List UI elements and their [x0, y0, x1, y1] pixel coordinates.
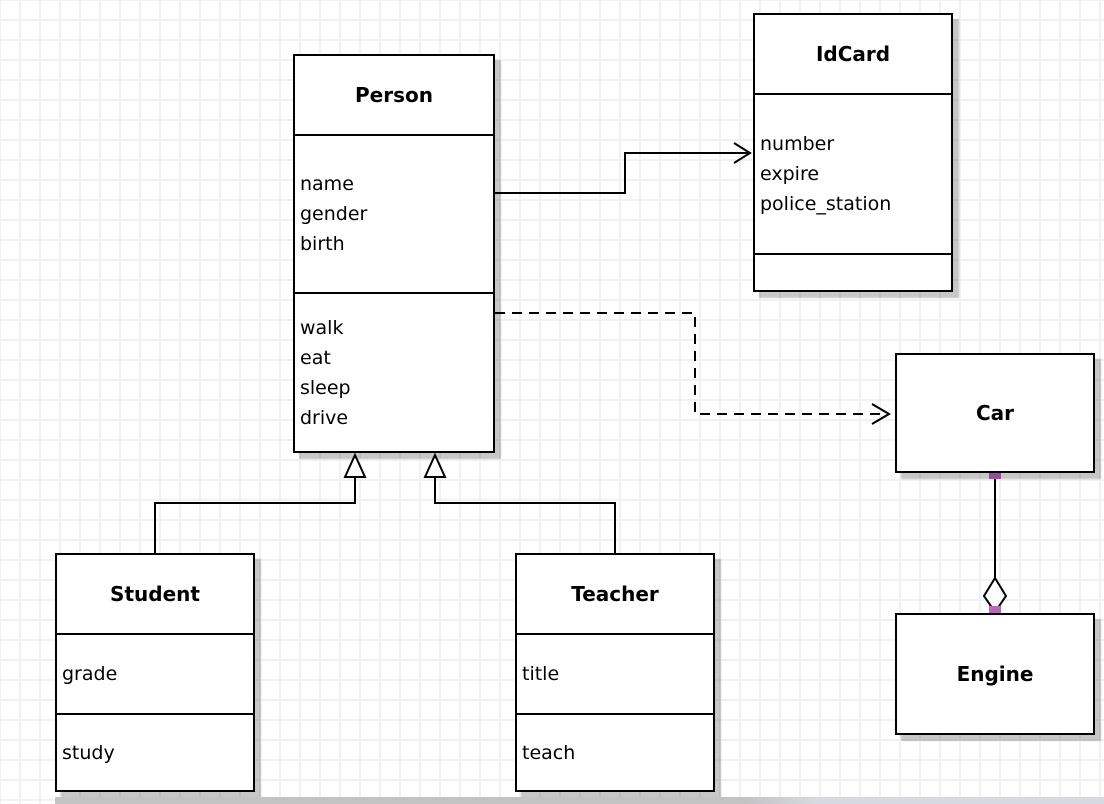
class-title: Teacher — [571, 582, 659, 606]
member-grade: grade — [62, 663, 118, 685]
open-arrowhead-icon — [871, 403, 891, 425]
attributes-section: grade — [57, 633, 253, 713]
hollow-diamond-icon — [982, 576, 1008, 614]
member-walk: walk — [300, 316, 344, 339]
edge-generalization-teacher-person[interactable] — [423, 452, 616, 553]
hollow-triangle-icon — [343, 452, 367, 478]
member-number: number — [760, 133, 835, 155]
methods-section: walk eat sleep drive — [295, 292, 493, 451]
member-gender: gender — [300, 203, 368, 225]
edge-aggregation-car-engine[interactable] — [982, 467, 1008, 618]
open-arrowhead-icon — [733, 142, 752, 164]
attributes-section: name gender birth — [295, 134, 493, 292]
member-name: name — [300, 173, 354, 195]
class-student-box[interactable]: Student grade study — [55, 553, 255, 792]
association-line[interactable] — [495, 152, 749, 194]
class-car-box[interactable]: Car — [895, 353, 1095, 473]
member-drive: drive — [300, 406, 349, 429]
generalization-line[interactable] — [154, 477, 356, 553]
edge-generalization-student-person[interactable] — [154, 452, 367, 553]
member-sleep: sleep — [300, 376, 351, 399]
class-person-box[interactable]: Person name gender birth walk eat sleep drive — [293, 54, 495, 453]
class-title: IdCard — [815, 42, 891, 66]
class-title: Engine — [956, 662, 1034, 686]
member-expire: expire — [760, 163, 820, 185]
member-eat: eat — [300, 346, 331, 369]
attributes-section: title — [517, 633, 713, 713]
canvas-bottom-edge — [55, 797, 1104, 804]
hollow-triangle-icon — [423, 452, 447, 478]
class-idcard-box[interactable]: IdCard number expire police_station — [753, 13, 953, 292]
edge-association-person-idcard[interactable] — [495, 142, 752, 194]
class-title: Car — [975, 401, 1015, 425]
class-title: Person — [355, 83, 433, 107]
class-title: Student — [110, 582, 200, 606]
member-study: study — [62, 741, 115, 764]
class-engine-box[interactable]: Engine — [895, 613, 1095, 735]
dependency-line[interactable] — [495, 312, 887, 415]
class-teacher-box[interactable]: Teacher title teach — [515, 553, 715, 792]
attributes-section: number expire police_station — [755, 93, 951, 253]
methods-section: teach — [517, 713, 713, 790]
edge-dependency-person-car[interactable] — [495, 312, 891, 425]
methods-section: study — [57, 713, 253, 790]
member-title: title — [522, 663, 560, 685]
member-birth: birth — [300, 233, 345, 255]
member-police_station: police_station — [760, 193, 892, 215]
methods-section — [755, 253, 951, 290]
generalization-line[interactable] — [434, 477, 616, 553]
member-teach: teach — [522, 741, 576, 764]
